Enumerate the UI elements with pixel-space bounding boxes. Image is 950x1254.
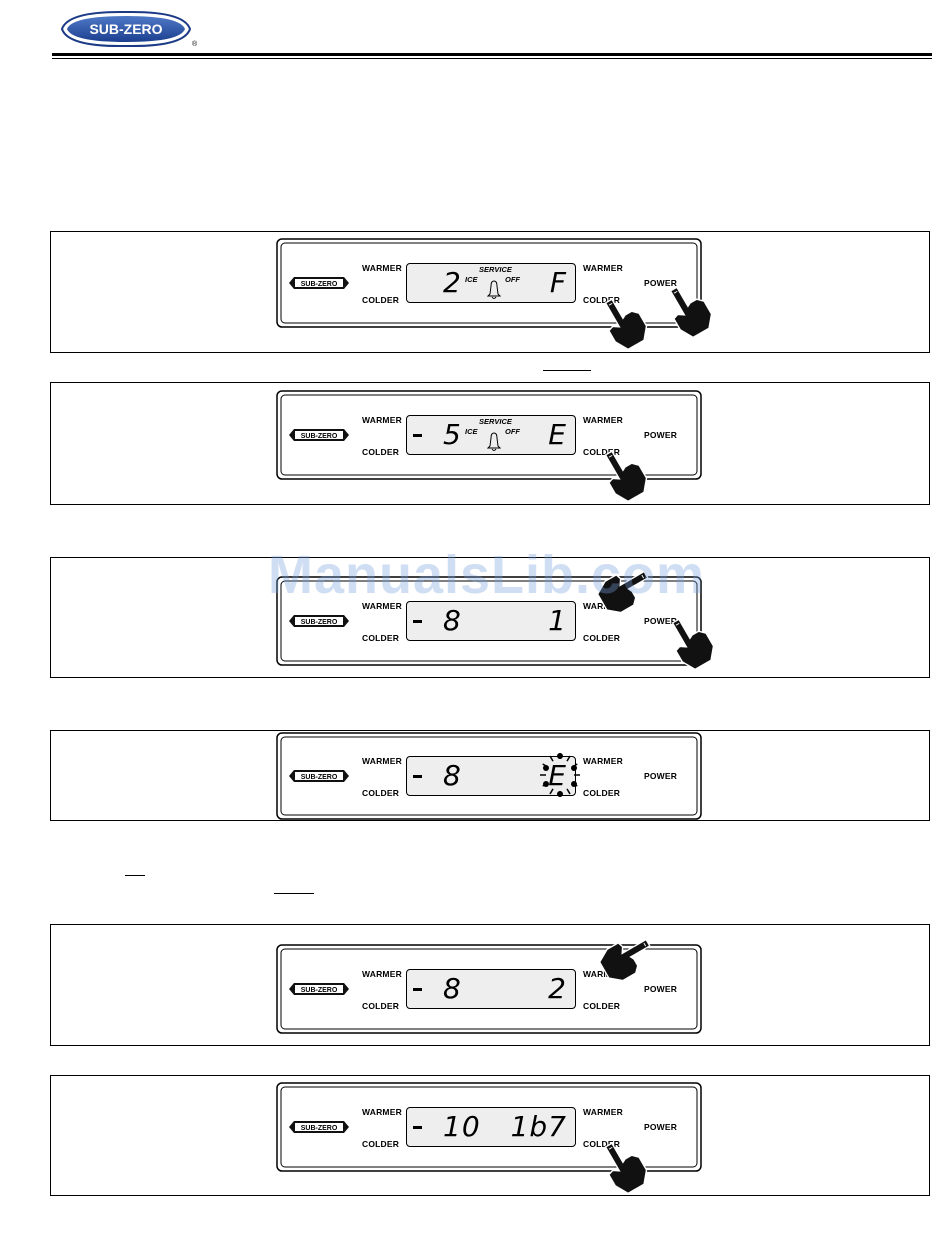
warmer-right-label: WARMER: [583, 969, 623, 979]
svg-text:SUB-ZERO: SUB-ZERO: [89, 21, 162, 37]
lcd-display: 10 1b7: [406, 1107, 576, 1147]
underline-2: [125, 875, 145, 876]
svg-text:SUB-ZERO: SUB-ZERO: [301, 281, 338, 288]
registered-mark: ®: [192, 41, 198, 48]
figure-frame-2: [50, 382, 930, 505]
colder-right-label: COLDER: [583, 633, 621, 643]
off-indicator: OFF: [505, 275, 520, 284]
minus-segment: [413, 1126, 422, 1129]
control-panel-2: SUB-ZERO WARMER COLDER WARMER COLDER POWER 5 E S…: [276, 390, 702, 503]
panel-logo-badge: SUB-ZERO: [289, 277, 349, 289]
colder-right-label: COLDER: [583, 1001, 621, 1011]
figure-frame-5: [50, 924, 930, 1046]
service-indicator: SERVICE: [479, 417, 512, 426]
warmer-left-label: WARMER: [362, 601, 402, 611]
figure-frame-4: [50, 730, 930, 821]
left-digits: 8: [443, 604, 462, 637]
warmer-right-label: WARMER: [583, 263, 623, 273]
figure-frame-1: [50, 231, 930, 353]
left-digits: 10: [443, 1110, 481, 1143]
warmer-right-label: WARMER: [583, 601, 623, 611]
bell-icon: [487, 280, 501, 299]
colder-right-label: COLDER: [583, 788, 621, 798]
minus-segment: [413, 988, 422, 991]
left-digits: 2: [443, 266, 462, 299]
watermark: ManualsLib.com: [268, 545, 706, 605]
colder-left-label: COLDER: [362, 295, 400, 305]
blinking-indicator-icon: [540, 753, 580, 797]
svg-text:SUB-ZERO: SUB-ZERO: [301, 774, 338, 781]
colder-right-label: COLDER: [583, 1139, 621, 1149]
power-label: POWER: [644, 430, 678, 440]
colder-left-label: COLDER: [362, 1139, 400, 1149]
right-digits: E: [548, 759, 567, 792]
minus-segment: [413, 434, 422, 437]
panel-logo-badge: SUB-ZERO: [289, 1121, 349, 1133]
ice-indicator: ICE: [465, 427, 478, 436]
minus-segment: [413, 775, 422, 778]
colder-left-label: COLDER: [362, 447, 400, 457]
warmer-left-label: WARMER: [362, 263, 402, 273]
warmer-right-label: WARMER: [583, 415, 623, 425]
left-digits: 8: [443, 972, 462, 1005]
svg-text:SUB-ZERO: SUB-ZERO: [301, 1125, 338, 1132]
right-digits: E: [548, 418, 567, 451]
warmer-left-label: WARMER: [362, 415, 402, 425]
right-digits: 2: [548, 972, 567, 1005]
power-label: POWER: [644, 984, 678, 994]
warmer-right-label: WARMER: [583, 1107, 623, 1117]
panel-logo-badge: SUB-ZERO: [289, 770, 349, 782]
figure-frame-3: [50, 557, 930, 678]
minus-segment: [413, 620, 422, 623]
panel-logo-badge: SUB-ZERO: [289, 983, 349, 995]
header-rule-thick: [52, 53, 932, 56]
left-digits: 5: [443, 418, 462, 451]
off-indicator: OFF: [505, 427, 520, 436]
right-digits: 1b7: [510, 1110, 567, 1143]
power-label: POWER: [644, 1122, 678, 1132]
svg-text:SUB-ZERO: SUB-ZERO: [301, 987, 338, 994]
warmer-left-label: WARMER: [362, 756, 402, 766]
header-rule-thin: [52, 58, 932, 59]
underline-3: [274, 893, 314, 894]
warmer-left-label: WARMER: [362, 1107, 402, 1117]
warmer-right-label: WARMER: [583, 756, 623, 766]
figure-frame-6: [50, 1075, 930, 1196]
power-label: POWER: [644, 616, 678, 626]
right-digits: F: [549, 266, 567, 299]
colder-right-label: COLDER: [583, 447, 621, 457]
colder-left-label: COLDER: [362, 788, 400, 798]
colder-right-label: COLDER: [583, 295, 621, 305]
warmer-left-label: WARMER: [362, 969, 402, 979]
service-indicator: SERVICE: [479, 265, 512, 274]
ice-indicator: ICE: [465, 275, 478, 284]
control-panel-1: SUB-ZERO WARMER COLDER WARMER COLDER POWER 2 F S…: [276, 238, 713, 351]
power-label: POWER: [644, 278, 678, 288]
left-digits: 8: [443, 759, 462, 792]
svg-text:SUB-ZERO: SUB-ZERO: [301, 433, 338, 440]
right-digits: 1: [548, 604, 567, 637]
colder-left-label: COLDER: [362, 633, 400, 643]
underline-1: [543, 370, 591, 371]
sub-zero-logo: SUB-ZERO: [60, 10, 192, 48]
panel-logo-badge: SUB-ZERO: [289, 429, 349, 441]
power-label: POWER: [644, 771, 678, 781]
bell-icon: [487, 432, 501, 451]
colder-left-label: COLDER: [362, 1001, 400, 1011]
svg-text:SUB-ZERO: SUB-ZERO: [301, 619, 338, 626]
panel-logo-badge: SUB-ZERO: [289, 615, 349, 627]
